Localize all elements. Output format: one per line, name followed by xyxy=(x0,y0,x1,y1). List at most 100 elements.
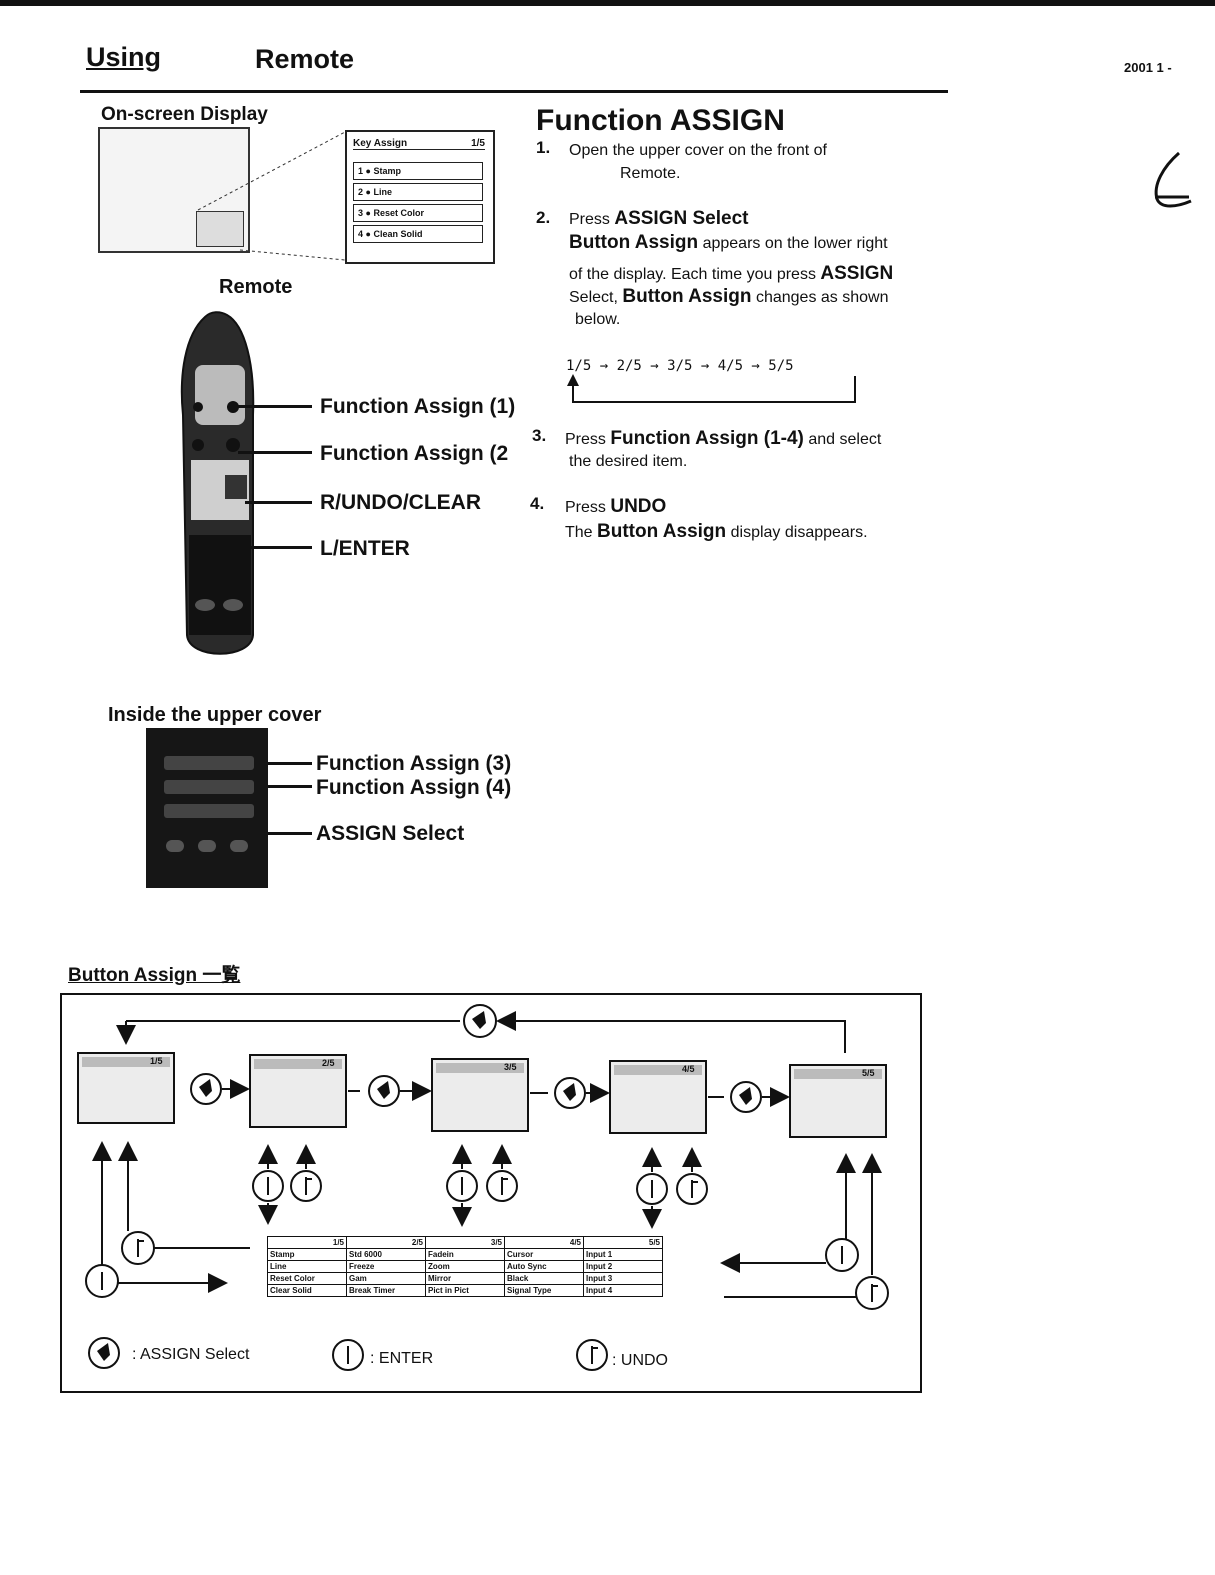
sequence-return-arrow xyxy=(567,374,856,403)
step2-line4: Select, Button Assign changes as shown xyxy=(569,286,888,309)
table-row: Clear Solid Break Timer Pict in Pict Sig… xyxy=(267,1284,663,1297)
osd-header: Key Assign 1/5 xyxy=(353,138,485,150)
table-cell: Black xyxy=(504,1272,584,1285)
table-row: Reset Color Gam Mirror Black Input 3 xyxy=(267,1272,663,1285)
assign-select-icon xyxy=(190,1073,222,1105)
step4-line2b: display disappears. xyxy=(730,524,868,541)
button-assign-title: Button Assign 一覧 xyxy=(68,965,241,986)
assign-select-icon xyxy=(368,1075,400,1107)
osd-row: 4 ● Clean Solid xyxy=(353,225,483,243)
table-header: 2/5 xyxy=(346,1236,426,1249)
callout-function-assign-2: Function Assign (2 xyxy=(320,442,509,465)
callout-function-assign-1: Function Assign (1) xyxy=(320,395,516,418)
cover-title: Inside the upper cover xyxy=(108,704,322,726)
legend-undo: : UNDO xyxy=(612,1352,668,1369)
table-cell: Cursor xyxy=(504,1248,584,1261)
callout-line xyxy=(250,546,312,549)
table-row: Stamp Std 6000 Fadein Cursor Input 1 xyxy=(267,1248,663,1261)
handwritten-mark-icon xyxy=(1154,151,1192,208)
callout-assign-select: ASSIGN Select xyxy=(316,822,465,845)
assign-select-icon xyxy=(463,1004,497,1038)
table-cell: Freeze xyxy=(346,1260,426,1273)
step4-line1: Press UNDO xyxy=(565,496,666,519)
assign-summary-table: 1/5 2/5 3/5 4/5 5/5 Stamp Std 6000 Fadei… xyxy=(267,1236,663,1297)
osd-key-assign-panel: Key Assign 1/5 1 ● Stamp 2 ● Line 3 ● Re… xyxy=(345,130,495,264)
step2-line2-text: appears on the lower right xyxy=(702,235,888,252)
step2-line3-text: of the display. Each time you press xyxy=(569,266,816,283)
callout-line xyxy=(268,785,312,788)
osd-row-num: 4 xyxy=(358,229,364,239)
screen-page-label: 1/5 xyxy=(150,1056,163,1066)
step2-press: Press xyxy=(569,211,610,228)
assign-select-icon xyxy=(88,1337,120,1369)
remote-label: Remote xyxy=(219,276,293,298)
callout-line xyxy=(268,832,312,835)
table-cell: Input 1 xyxy=(583,1248,663,1261)
step3-tail: and select xyxy=(808,431,882,448)
enter-icon xyxy=(825,1238,859,1272)
step4-press: Press xyxy=(565,499,606,516)
table-cell: Input 4 xyxy=(583,1284,663,1297)
step2-line4b: changes as shown xyxy=(755,289,889,306)
callout-line xyxy=(238,451,312,454)
step3-line2: the desired item. xyxy=(569,453,688,470)
assign-screen-5 xyxy=(789,1064,887,1138)
table-cell: Input 2 xyxy=(583,1260,663,1273)
screen-page-label: 2/5 xyxy=(322,1058,335,1068)
step-number: 3. xyxy=(532,426,547,445)
osd-row-num: 2 xyxy=(358,187,364,197)
osd-row: 3 ● Reset Color xyxy=(353,204,483,222)
step3-bold: Function Assign (1-4) xyxy=(610,428,804,449)
step2-line5: below. xyxy=(575,311,621,328)
table-cell: Gam xyxy=(346,1272,426,1285)
osd-row-label: Stamp xyxy=(373,166,401,176)
step1-text: Open the upper cover on the front of xyxy=(569,142,827,159)
callout-line xyxy=(268,762,312,765)
step2-line2-bold: Button Assign xyxy=(569,232,699,253)
step4-bold: UNDO xyxy=(610,496,667,517)
undo-icon xyxy=(121,1231,155,1265)
enter-icon xyxy=(85,1264,119,1298)
step2-line3: of the display. Each time you press ASSI… xyxy=(569,263,893,286)
step4-line2: The Button Assign display disappears. xyxy=(565,521,868,544)
table-header: 4/5 xyxy=(504,1236,584,1249)
step2-line1: Press ASSIGN Select xyxy=(569,208,748,231)
step4-line2-bold: Button Assign xyxy=(597,521,727,542)
screen-page-label: 4/5 xyxy=(682,1064,695,1074)
osd-row-num: 1 xyxy=(358,166,364,176)
undo-icon xyxy=(486,1170,518,1202)
table-cell: Std 6000 xyxy=(346,1248,426,1261)
enter-icon xyxy=(446,1170,478,1202)
zoom-lines xyxy=(197,131,346,261)
table-header-row: 1/5 2/5 3/5 4/5 5/5 xyxy=(267,1236,663,1249)
osd-title: On-screen Display xyxy=(101,104,268,125)
upper-cover-image xyxy=(146,728,268,888)
callout-line xyxy=(245,501,312,504)
assign-screen-3 xyxy=(431,1058,529,1132)
step1-text-2: Remote. xyxy=(620,165,681,182)
osd-row-num: 3 xyxy=(358,208,364,218)
table-cell: Line xyxy=(267,1260,347,1273)
table-cell: Auto Sync xyxy=(504,1260,584,1273)
table-cell: Zoom xyxy=(425,1260,505,1273)
table-cell: Input 3 xyxy=(583,1272,663,1285)
callout-function-assign-3: Function Assign (3) xyxy=(316,752,512,775)
step3-line1: Press Function Assign (1-4) and select xyxy=(565,428,881,451)
osd-header-page: 1/5 xyxy=(471,138,485,149)
assign-screen-2 xyxy=(249,1054,347,1128)
screen-mini-assign xyxy=(196,211,244,247)
screen-page-label: 3/5 xyxy=(504,1062,517,1072)
table-cell: Mirror xyxy=(425,1272,505,1285)
table-header: 3/5 xyxy=(425,1236,505,1249)
assign-screen-1 xyxy=(77,1052,175,1124)
table-header: 5/5 xyxy=(583,1236,663,1249)
assign-sequence: 1/5 → 2/5 → 3/5 → 4/5 → 5/5 xyxy=(566,358,794,374)
undo-icon xyxy=(290,1170,322,1202)
table-cell: Break Timer xyxy=(346,1284,426,1297)
osd-row: 2 ● Line xyxy=(353,183,483,201)
screen-page-label: 5/5 xyxy=(862,1068,875,1078)
heading-rule xyxy=(80,90,948,93)
table-cell: Signal Type xyxy=(504,1284,584,1297)
legend-assign-select: : ASSIGN Select xyxy=(132,1346,250,1363)
function-assign-title: Function ASSIGN xyxy=(536,104,785,137)
